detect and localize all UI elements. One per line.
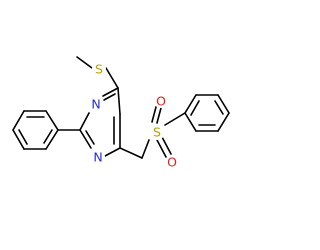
bond-s-o-lower-double xyxy=(161,136,172,155)
atom-labels: S N N S O O xyxy=(89,62,179,170)
atom-s-methylthio: S xyxy=(95,62,103,77)
bond-c4-n3-double xyxy=(103,93,116,101)
molecule-structure: S N N S O O xyxy=(12,56,230,170)
bond-ch2-s xyxy=(141,139,150,159)
bond-s-o-upper xyxy=(151,106,157,123)
phenyl-left-bond-1 xyxy=(45,110,59,131)
phenyl-right-bond-3-double xyxy=(214,100,224,115)
bond-methyl-s xyxy=(76,56,93,69)
phenyl-right-bond-1-double xyxy=(190,100,200,116)
atom-n-ring-upper: N xyxy=(91,97,100,112)
label-bg-n-upper xyxy=(89,97,103,111)
label-bg-o-lower xyxy=(165,155,179,169)
bonds xyxy=(12,56,230,159)
bond-s-ring xyxy=(105,67,119,89)
atom-o-sulfonyl-lower: O xyxy=(167,155,177,170)
bond-c4-n3 xyxy=(102,87,119,97)
label-bg-s-sulfonyl xyxy=(149,124,165,140)
phenyl-left-bond-4 xyxy=(12,129,25,150)
bond-s-o-lower xyxy=(156,139,167,158)
phenyl-left-bond-4-double xyxy=(18,129,28,145)
bond-c6-ch2 xyxy=(119,147,143,159)
bond-n1-c6 xyxy=(104,147,121,157)
bond-c2-n1-double xyxy=(85,130,95,145)
label-bg-s-methylthio xyxy=(92,62,106,76)
phenyl-left-bond-6 xyxy=(45,129,59,150)
bond-s-phenyl xyxy=(164,112,186,126)
phenyl-left-bond-3 xyxy=(12,110,25,131)
bond-c5-c4 xyxy=(117,87,121,115)
bond-n3-c2 xyxy=(79,112,90,131)
label-bg-n-lower xyxy=(91,150,105,164)
phenyl-right-bond-3 xyxy=(217,94,230,114)
phenyl-right-bond-6 xyxy=(184,112,197,132)
bond-c2-n1 xyxy=(79,129,92,149)
phenyl-right-bond-4 xyxy=(217,112,230,132)
atom-n-ring-lower: N xyxy=(93,150,102,165)
phenyl-right-bond-1 xyxy=(184,94,197,114)
bond-s-o-upper-double xyxy=(156,107,162,124)
phenyl-left-bond-6-double xyxy=(43,129,53,144)
label-bg-o-upper xyxy=(154,94,168,108)
atom-s-sulfonyl: S xyxy=(153,125,161,140)
atom-o-sulfonyl-upper: O xyxy=(156,94,166,109)
